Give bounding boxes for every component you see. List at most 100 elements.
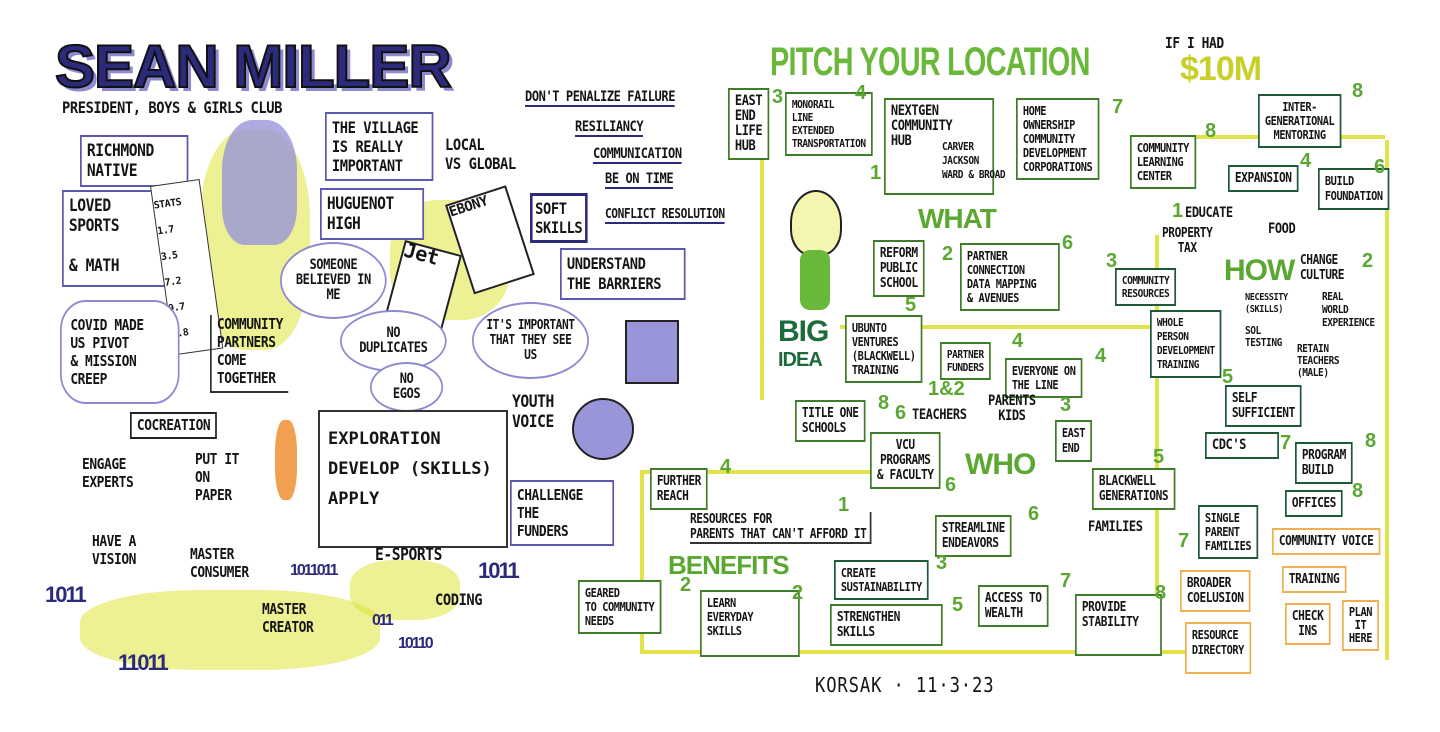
plan-item: PLAN IT HERE	[1342, 600, 1379, 651]
speaker-name-title: SEAN MILLER	[54, 32, 453, 101]
stats-header: STATS	[153, 196, 182, 212]
challenge-funders-box: CHALLENGE THE FUNDERS	[510, 480, 615, 546]
put-on-paper-text: PUT IT ON PAPER	[195, 450, 240, 504]
youth-face-icon	[572, 398, 634, 460]
who-item: VCU PROGRAMS & FACULTY	[870, 432, 941, 489]
priority-number: 5	[1222, 366, 1234, 388]
binary-text: 10110	[398, 635, 434, 652]
how-item: SOL TESTING	[1245, 324, 1282, 349]
priority-number: 7	[1280, 432, 1292, 454]
who-item: BLACKWELL GENERATIONS	[1092, 468, 1176, 510]
esports-text: E-SPORTS	[375, 545, 442, 565]
barrier-icon	[625, 320, 679, 384]
stat-value: 7.2	[163, 275, 182, 289]
priority-number: 8	[1155, 582, 1167, 604]
soft-skills-box: SOFT SKILLS	[530, 193, 588, 243]
local-global-text: LOCAL VS GLOBAL	[445, 135, 516, 173]
conflict-text: CONFLICT RESOLUTION	[605, 207, 725, 224]
priority-number: 8	[1365, 430, 1377, 452]
priority-number: 1	[870, 162, 882, 184]
how-item: COMMUNITY RESOURCES	[1115, 268, 1177, 306]
how-item: EDUCATE	[1185, 205, 1233, 221]
who-item: EAST END	[1055, 420, 1092, 462]
on-time-text: BE ON TIME	[605, 171, 674, 189]
artist-signature: KORSAK · 11·3·23	[815, 673, 995, 697]
master-creator-text: MASTER CREATOR	[262, 600, 314, 636]
what-item: REFORM PUBLIC SCHOOL	[873, 240, 925, 297]
how-item: FOOD	[1268, 221, 1296, 237]
see-us-bubble: IT'S IMPORTANT THAT THEY SEE US	[472, 302, 589, 379]
who-item: OFFICES	[1285, 490, 1343, 517]
no-egos-bubble: NO EGOS	[370, 362, 444, 412]
binary-text: 11011	[118, 650, 169, 675]
how-item: PARTNER FUNDERS	[940, 342, 991, 380]
master-consumer-text: MASTER CONSUMER	[190, 545, 249, 581]
benefit-item: GEARED TO COMMUNITY NEEDS	[578, 580, 662, 634]
priority-number: 6	[1374, 156, 1386, 178]
benefit-item: PROVIDE STABILITY	[1075, 594, 1162, 656]
plan-item: BROADER COELUSION	[1180, 570, 1251, 612]
priority-number: 4	[855, 82, 867, 104]
priority-number: 5	[905, 294, 917, 316]
connector-line	[640, 650, 1220, 654]
believed-bubble: SOMEONE BELIEVED IN ME	[280, 242, 387, 319]
priority-number: 6	[1062, 232, 1074, 254]
priority-number: 2	[680, 574, 692, 596]
how-item: PROPERTY TAX	[1162, 226, 1213, 256]
what-item: MONORAIL LINE EXTENDED TRANSPORTATION	[785, 92, 873, 156]
priority-number: 8	[1352, 480, 1364, 502]
priority-number: 2	[1362, 250, 1374, 272]
who-item: SINGLE PARENT FAMILIES	[1198, 505, 1259, 559]
priority-number: 1	[838, 494, 850, 516]
priority-number: 6	[945, 474, 957, 496]
how-item: WHOLE PERSON DEVELOPMENT TRAINING	[1150, 310, 1222, 378]
eda-apply: APPLY	[328, 489, 380, 509]
figure-icon	[800, 250, 830, 310]
eda-box: EXPLORATION DEVELOP (SKILLS) APPLY	[318, 410, 508, 548]
priority-number: 4	[720, 456, 732, 478]
benefit-item: RESOURCES FOR PARENTS THAT CAN'T AFFORD …	[690, 512, 872, 544]
priority-number: 4	[1095, 345, 1107, 367]
what-item: EAST END LIFE HUB	[728, 88, 770, 160]
penalize-text: DON'T PENALIZE FAILURE	[525, 89, 676, 107]
coding-text: CODING	[435, 590, 483, 609]
how-item: NECESSITY (SKILLS)	[1245, 292, 1288, 315]
youth-voice-text: YOUTH VOICE	[512, 392, 554, 432]
what-item: NEXTGEN COMMUNITY HUB	[884, 98, 995, 195]
benefit-item: STREAMLINE ENDEAVORS	[935, 515, 1012, 557]
benefit-item: LEARN EVERYDAY SKILLS	[700, 590, 800, 657]
connector-line	[840, 325, 1160, 329]
priority-number: 7	[1112, 96, 1124, 118]
lightbulb-icon	[790, 190, 842, 256]
who-item: TEACHERS	[912, 407, 967, 423]
connector-line	[640, 470, 644, 650]
covid-bubble: COVID MADE US PIVOT & MISSION CREEP	[60, 300, 180, 404]
binary-text: 1011	[45, 582, 87, 607]
connector-line	[1385, 140, 1389, 660]
community-partners-text: COMMUNITY PARTNERS COME TOGETHER	[210, 315, 289, 393]
priority-number: 2	[792, 582, 804, 604]
yellow-highlight	[350, 560, 460, 620]
plan-item: COMMUNITY VOICE	[1272, 528, 1381, 555]
stat-value: 3.5	[160, 249, 179, 264]
eda-exploration: EXPLORATION	[328, 429, 441, 449]
have-vision-text: HAVE A VISION	[92, 532, 137, 568]
priority-number: 5	[952, 594, 964, 616]
what-item: BUILD FOUNDATION	[1318, 168, 1390, 210]
benefit-item: STRENGTHEN SKILLS	[830, 604, 943, 646]
priority-number: 3	[772, 86, 784, 108]
how-item: EVERYONE ON THE LINE	[1005, 358, 1083, 398]
benefit-item: FURTHER REACH	[650, 468, 708, 510]
eda-develop: DEVELOP (SKILLS)	[328, 459, 492, 479]
no-duplicates-bubble: NO DUPLICATES	[340, 310, 447, 372]
binary-text: 011	[372, 612, 394, 629]
engage-experts-text: ENGAGE EXPERTS	[82, 455, 134, 491]
plan-item: RESOURCE DIRECTORY	[1185, 622, 1251, 674]
priority-number: 8	[878, 392, 890, 414]
ten-million-amount: $10M	[1180, 50, 1262, 88]
speaker-portrait	[222, 120, 297, 245]
priority-number: 1&2	[928, 378, 965, 400]
priority-number: 3	[936, 552, 948, 574]
